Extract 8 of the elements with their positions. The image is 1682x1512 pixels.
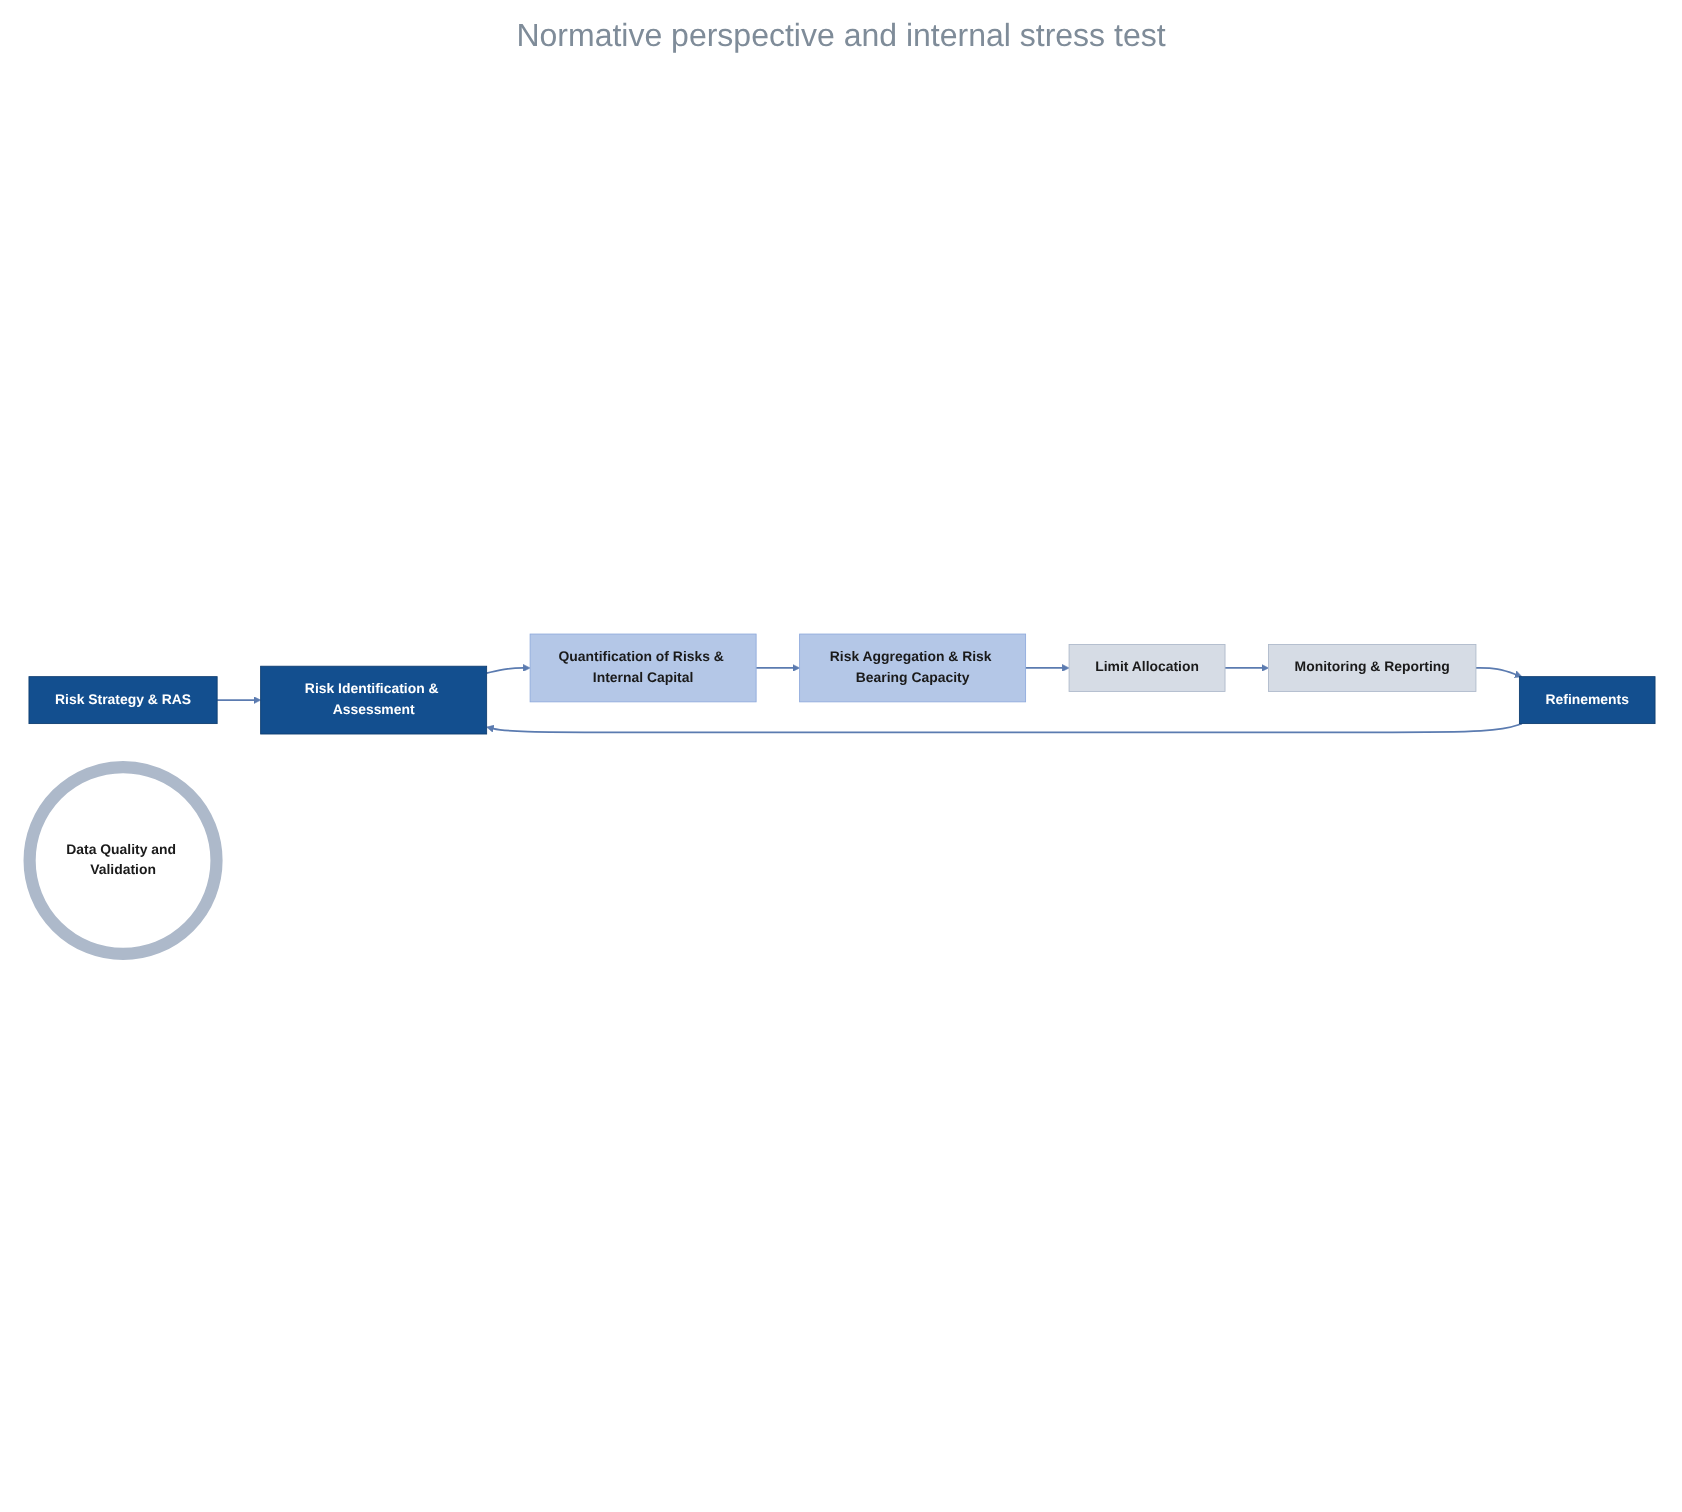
arrow (484, 664, 530, 674)
arc-label: Normative perspective and internal stress test (516, 20, 1166, 56)
arrow (1223, 664, 1268, 672)
arrow (215, 696, 260, 704)
arrow (1474, 667, 1522, 678)
arrow (1023, 664, 1069, 672)
arrow (485, 722, 1522, 734)
arrow (754, 664, 799, 672)
